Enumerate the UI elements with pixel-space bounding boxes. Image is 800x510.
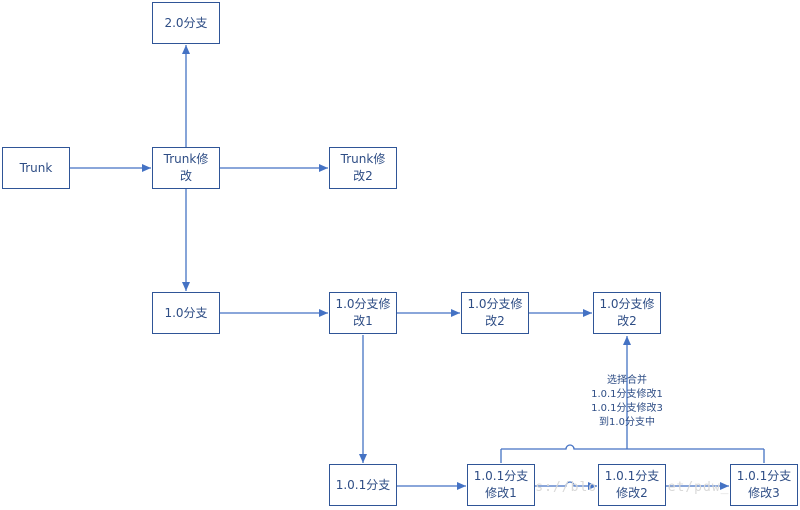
node-branch-1-0-mod2: 1.0分支修 改2: [461, 292, 529, 334]
node-trunk: Trunk: [2, 147, 70, 189]
merge-note: 选择合并 1.0.1分支修改1 1.0.1分支修改3 到1.0分支中: [591, 375, 663, 428]
node-branch-1-0-mod1: 1.0分支修 改1: [329, 292, 397, 334]
node-branch-1-0-1-mod3: 1.0.1分支 修改3: [730, 464, 798, 506]
node-branch-1-0-mod2-merged: 1.0分支修 改2: [593, 292, 661, 334]
node-branch-2-0: 2.0分支: [152, 2, 220, 44]
node-trunk-mod2: Trunk修 改2: [329, 147, 397, 189]
node-branch-1-0-1-mod1: 1.0.1分支 修改1: [467, 464, 535, 506]
node-branch-1-0-1: 1.0.1分支: [329, 464, 397, 506]
node-branch-1-0-1-mod2: 1.0.1分支 修改2: [598, 464, 666, 506]
node-branch-1-0: 1.0分支: [152, 292, 220, 334]
arrow-1-0-1-mod1-to-mod2: [535, 481, 597, 490]
merge-bracket: [501, 444, 764, 450]
node-trunk-mod: Trunk修 改: [152, 147, 220, 189]
